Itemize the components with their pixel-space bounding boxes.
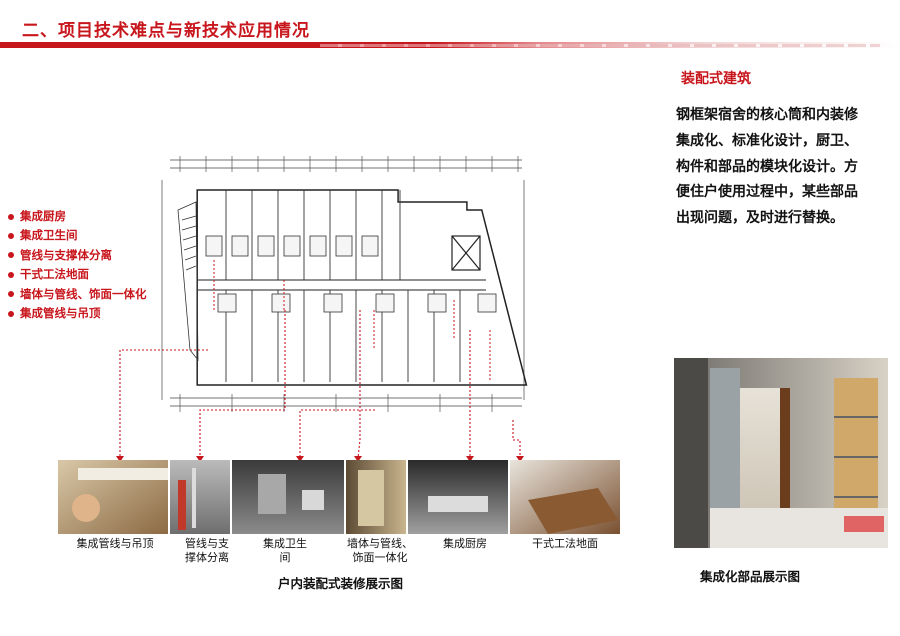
feature-item: 管线与支撑体分离: [8, 246, 147, 265]
bullet-dot-icon: [8, 310, 14, 317]
interior-gallery: [58, 460, 620, 534]
prefab-components-photo: [674, 358, 888, 548]
section-title: 装配式建筑: [681, 71, 751, 87]
gallery-label: 集成卫生 间: [263, 537, 307, 564]
feature-item: 集成管线与吊顶: [8, 304, 147, 323]
thumb-pipe-separation: [170, 460, 230, 534]
title-underline-pattern: [320, 44, 880, 47]
feature-item: 集成厨房: [8, 207, 147, 226]
gallery-label: 干式工法地面: [532, 537, 598, 550]
gallery-label: 集成厨房: [443, 537, 487, 550]
description-text: 钢框架宿舍的核心筒和内装修 集成化、标准化设计，厨卫、 构件和部品的模块化设计。…: [676, 107, 858, 227]
page-title: 二、项目技术难点与新技术应用情况: [22, 21, 310, 41]
gallery-label: 集成管线与吊顶: [76, 537, 154, 550]
thumb-wall-integration: [346, 460, 406, 534]
bullet-dot-icon: [8, 271, 14, 278]
gallery-label: 墙体与管线、 饰面一体化: [347, 537, 413, 564]
bullet-dot-icon: [8, 232, 14, 239]
photo-caption: 集成化部品展示图: [700, 569, 801, 584]
feature-list: 集成厨房 集成卫生间 管线与支撑体分离 干式工法地面 墙体与管线、饰面一体化 集…: [8, 207, 147, 323]
floor-plan-drawing: [161, 156, 528, 412]
bullet-dot-icon: [8, 213, 14, 220]
feature-item: 干式工法地面: [8, 265, 147, 284]
thumb-bathroom: [232, 460, 344, 534]
bullet-dot-icon: [8, 291, 14, 298]
gallery-caption: 户内装配式装修展示图: [278, 576, 404, 591]
thumb-kitchen: [408, 460, 508, 534]
feature-item: 集成卫生间: [8, 226, 147, 245]
bullet-dot-icon: [8, 252, 14, 259]
gallery-label: 管线与支 撑体分离: [185, 537, 229, 564]
feature-item: 墙体与管线、饰面一体化: [8, 285, 147, 304]
thumb-ceiling: [58, 460, 168, 534]
thumb-dry-floor: [510, 460, 620, 534]
